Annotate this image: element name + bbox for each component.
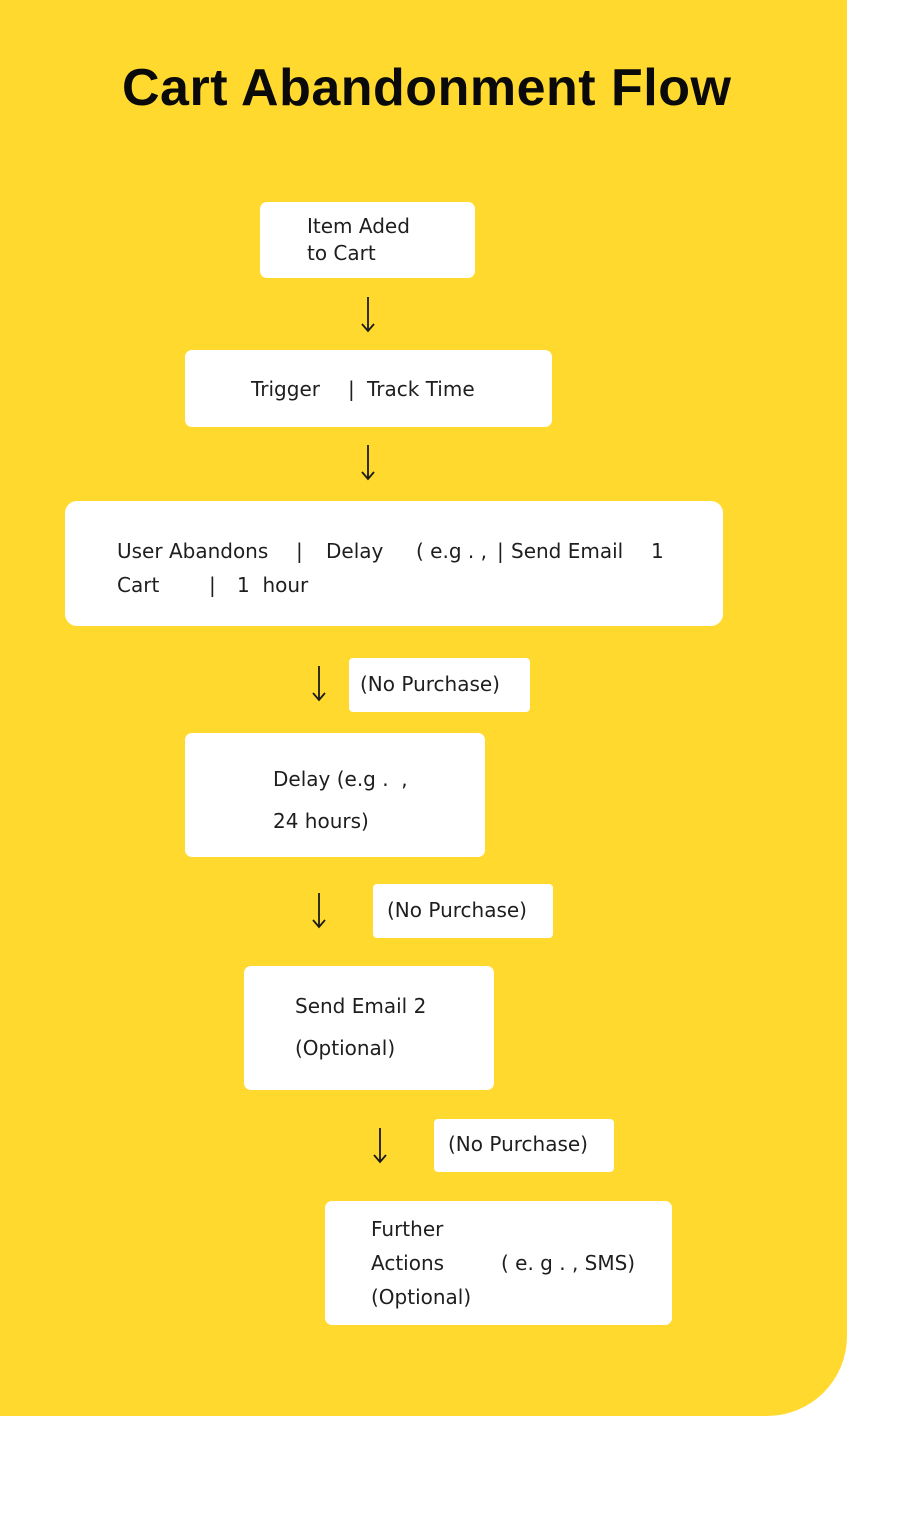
node-separator: |: [348, 377, 355, 401]
node-further-actions: Further Actions ( e. g . , SMS) (Optiona…: [325, 1201, 672, 1325]
edge-label-text: (No Purchase): [448, 1132, 588, 1156]
node-label-send-email: Send Email: [511, 539, 624, 563]
node-trigger-track-time: Trigger | Track Time: [185, 350, 552, 427]
node-label-line: (Optional): [295, 1036, 396, 1060]
node-label-line: to Cart: [307, 241, 376, 265]
node-label-line: 24 hours): [273, 809, 369, 833]
node-label-line: Further: [371, 1217, 444, 1241]
node-label-line: Delay (e.g . ,: [273, 767, 408, 791]
node-label-example-sms: ( e. g . , SMS): [501, 1251, 636, 1275]
arrow-down-icon: [360, 296, 376, 334]
node-label-track-time: Track Time: [367, 377, 475, 401]
edge-label-no-purchase: (No Purchase): [373, 884, 553, 938]
node-user-abandons-cart: User Abandons | Delay ( e.g . , | Send E…: [65, 501, 723, 626]
node-label-line: Actions: [371, 1251, 445, 1275]
node-delay-24-hours: Delay (e.g . , 24 hours): [185, 733, 485, 857]
arrow-down-icon: [311, 892, 327, 930]
node-label-one-hour: 1 hour: [237, 573, 309, 597]
node-separator: |: [497, 539, 504, 563]
node-label-email-number: 1: [651, 539, 664, 563]
edge-label-text: (No Purchase): [360, 672, 500, 696]
node-label-line: Send Email 2: [295, 994, 427, 1018]
arrow-down-icon: [372, 1127, 388, 1165]
edge-label-text: (No Purchase): [387, 898, 527, 922]
node-label-line: (Optional): [371, 1285, 472, 1309]
node-separator: |: [296, 539, 303, 563]
node-label-eg: ( e.g . ,: [416, 539, 487, 563]
node-item-added-to-cart: Item Aded to Cart: [260, 202, 475, 278]
node-label-user-abandons: User Abandons: [117, 539, 269, 563]
node-send-email-2: Send Email 2 (Optional): [244, 966, 494, 1090]
edge-label-no-purchase: (No Purchase): [349, 658, 530, 712]
node-label-cart: Cart: [117, 573, 160, 597]
edge-label-no-purchase: (No Purchase): [434, 1119, 614, 1172]
node-label-trigger: Trigger: [251, 377, 320, 401]
diagram-title: Cart Abandonment Flow: [122, 59, 732, 117]
node-separator: |: [209, 573, 216, 597]
arrow-down-icon: [360, 444, 376, 482]
node-label-delay: Delay: [326, 539, 384, 563]
arrow-down-icon: [311, 665, 327, 703]
node-label-line: Item Aded: [307, 214, 410, 238]
